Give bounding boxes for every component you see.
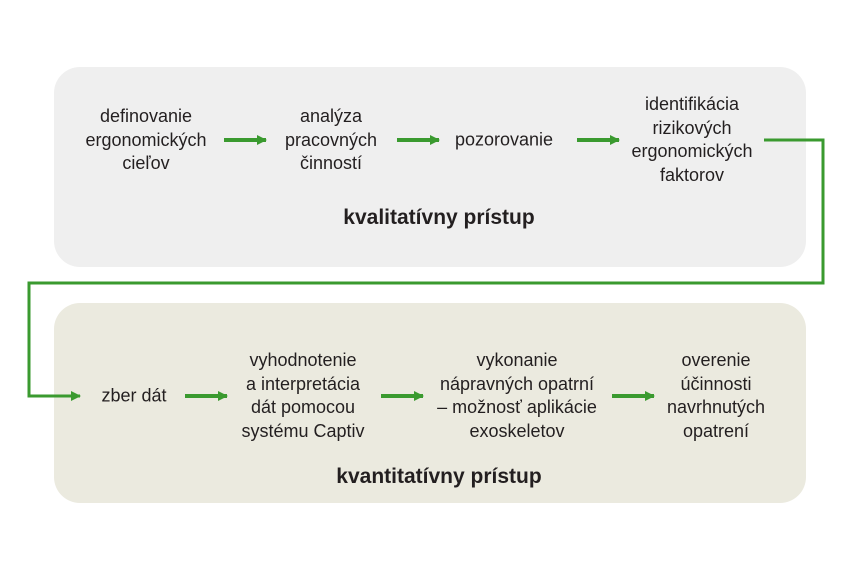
- step-evaluation: vyhodnotenie a interpretácia dát pomocou…: [241, 350, 365, 441]
- step-data-collection: zber dát: [101, 385, 167, 406]
- step-define-goals: definovanie ergonomických cieľov: [85, 105, 207, 173]
- step-observation: pozorovanie: [454, 129, 554, 150]
- step-verification: overenie účinnosti navrhnutých opatrení: [666, 350, 766, 441]
- qualitative-panel: [54, 67, 806, 267]
- quantitative-panel: [54, 303, 806, 503]
- qualitative-label: kvalitatívny prístup: [343, 206, 535, 229]
- arrow-connector: [27, 138, 825, 401]
- step-corrective-measures: vykonanie nápravných opatrní – možnosť a…: [437, 350, 597, 441]
- quantitative-label: kvantitatívny prístup: [336, 465, 542, 488]
- step-risk-identification: identifikácia rizikových ergonomických f…: [631, 94, 753, 185]
- step-work-analysis: analýza pracovných činností: [284, 105, 378, 173]
